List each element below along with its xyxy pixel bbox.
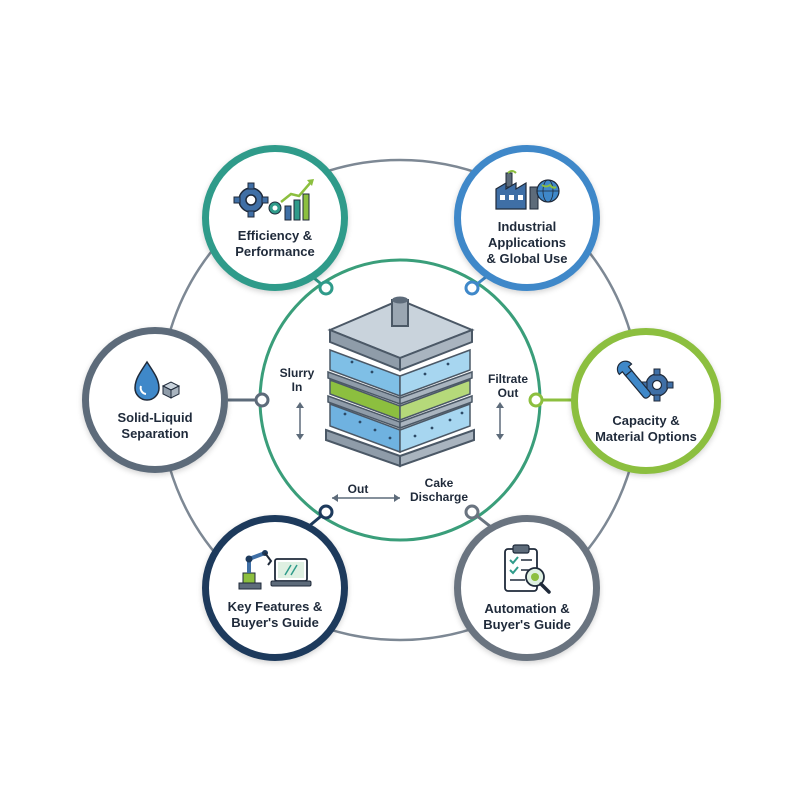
- gear-chart-icon: [233, 179, 314, 221]
- node-industrial-label: Industrial Applications & Global Use: [486, 219, 568, 266]
- filtrate-out-label: Filtrate Out: [487, 372, 528, 400]
- node-capacity-label: Capacity & Material Options: [595, 413, 697, 444]
- dot-industrial: [464, 280, 480, 296]
- node-automation[interactable]: Automation & Buyer's Guide: [454, 515, 600, 661]
- node-industrial[interactable]: Industrial Applications & Global Use: [454, 145, 600, 291]
- node-features[interactable]: Key Features & Buyer's Guide: [202, 515, 348, 661]
- node-efficiency[interactable]: Efficiency & Performance: [202, 145, 348, 291]
- factory-globe-icon: [495, 170, 560, 210]
- cake-discharge-label: Cake Discharge: [409, 476, 469, 504]
- dot-separation: [254, 392, 270, 408]
- dot-features: [318, 504, 334, 520]
- node-automation-label: Automation & Buyer's Guide: [483, 601, 571, 632]
- node-features-label: Key Features & Buyer's Guide: [227, 599, 323, 630]
- out-label: Out: [347, 482, 369, 496]
- slurry-in-label: Slurry In: [279, 366, 315, 394]
- node-capacity[interactable]: Capacity & Material Options: [571, 328, 721, 474]
- dot-automation: [464, 504, 480, 520]
- dot-efficiency: [318, 280, 334, 296]
- wrench-gear-icon: [616, 360, 674, 402]
- clipboard-search-icon: [504, 544, 551, 594]
- node-separation-label: Solid-Liquid Separation: [117, 410, 193, 441]
- node-efficiency-label: Efficiency & Performance: [235, 228, 315, 259]
- filter-press-icon: [296, 296, 504, 502]
- node-separation[interactable]: Solid-Liquid Separation: [82, 327, 228, 473]
- robot-arm-laptop-icon: [238, 550, 312, 590]
- dot-capacity: [528, 392, 544, 408]
- droplet-cube-icon: [134, 360, 181, 401]
